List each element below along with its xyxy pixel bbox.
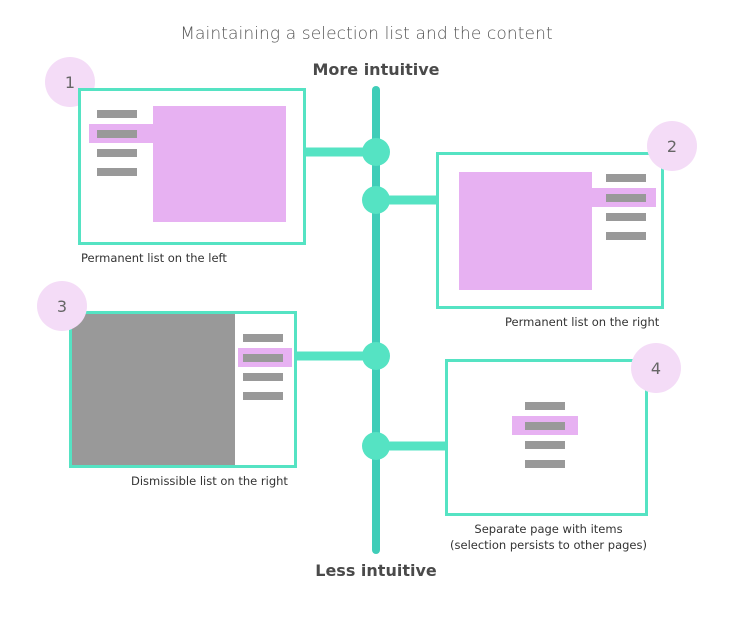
axis-node-3 (362, 342, 390, 370)
option-3-dimmed-content (72, 314, 235, 465)
option-4-frame (445, 359, 648, 516)
option-3-list-item (243, 373, 283, 381)
option-4-badge: 4 (631, 343, 681, 393)
option-1-list-item (97, 110, 137, 118)
axis-node-4 (362, 432, 390, 460)
option-1-caption: Permanent list on the left (81, 251, 227, 265)
option-4-list-item (525, 422, 565, 430)
option-3-caption: Dismissible list on the right (131, 474, 288, 488)
option-1-list-item (97, 168, 137, 176)
option-4-list-item (525, 441, 565, 449)
option-3-list-item (243, 392, 283, 400)
option-2-caption: Permanent list on the right (505, 315, 660, 329)
diagram-title: Maintaining a selection list and the con… (180, 24, 553, 44)
option-2-content-pane (459, 172, 592, 290)
option-1-list-item (97, 149, 137, 157)
option-1-list-item (97, 130, 137, 138)
axis-top-label: More intuitive (312, 60, 440, 79)
option-2-badge: 2 (647, 121, 697, 171)
option-1-frame (78, 88, 306, 245)
option-4-caption-line-2: (selection persists to other pages) (450, 538, 647, 552)
option-3-badge: 3 (37, 281, 87, 331)
option-4-caption-line-1: Separate page with items (474, 522, 623, 536)
option-4-list-item (525, 460, 565, 468)
option-4-list-item (525, 402, 565, 410)
option-4-caption: Separate page with items (selection pers… (440, 521, 657, 553)
option-4-number: 4 (650, 358, 662, 378)
option-3-frame (69, 311, 297, 468)
option-1-content-pane (153, 106, 286, 222)
option-2-list-item (606, 213, 646, 221)
axis-node-1 (362, 138, 390, 166)
option-3-number: 3 (56, 296, 68, 316)
option-2-frame (436, 152, 664, 309)
option-2-number: 2 (666, 136, 678, 156)
option-2-list-item (606, 174, 646, 182)
option-1-number: 1 (64, 72, 76, 92)
option-2-list-item (606, 194, 646, 202)
option-3-list-item (243, 334, 283, 342)
axis-node-2 (362, 186, 390, 214)
option-3-list-item (243, 354, 283, 362)
axis-bottom-label: Less intuitive (315, 561, 437, 580)
option-2-list-item (606, 232, 646, 240)
